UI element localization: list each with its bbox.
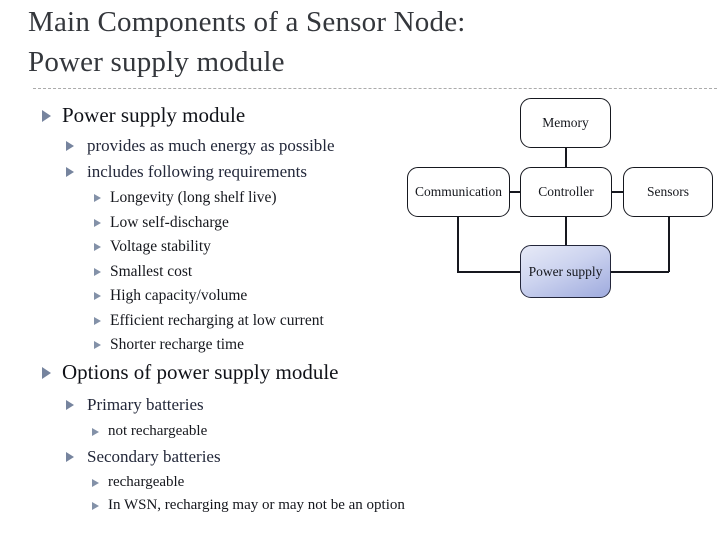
primary-batteries-item: Primary batteries (66, 395, 204, 415)
section1-sub-item: provides as much energy as possible (66, 136, 335, 156)
bullet-arrow-icon (94, 219, 101, 227)
diagram-node-controller: Controller (520, 167, 612, 217)
edge-communication-power (457, 271, 520, 273)
edge-memory-controller (565, 148, 567, 167)
requirement-item: Longevity (long shelf live) (94, 189, 277, 207)
primary-note-text: not rechargeable (108, 423, 208, 439)
requirement-item: Smallest cost (94, 263, 192, 281)
sub-item-text: provides as much energy as possible (87, 136, 335, 155)
diagram-node-sensors: Sensors (623, 167, 713, 217)
bullet-arrow-icon (94, 292, 101, 300)
bullet-arrow-icon (42, 366, 51, 379)
bullet-arrow-icon (66, 141, 74, 151)
title-separator (33, 88, 717, 89)
diagram-node-memory: Memory (520, 98, 611, 148)
edge-communication-controller (510, 191, 520, 193)
edge-sensors-down (668, 216, 670, 272)
bullet-arrow-icon (42, 109, 51, 122)
slide-title-line1: Main Components of a Sensor Node: (28, 6, 466, 38)
bullet-arrow-icon (94, 341, 101, 349)
section1-heading-text: Power supply module (62, 103, 246, 127)
secondary-batteries-item: Secondary batteries (66, 447, 221, 467)
primary-note-item: not rechargeable (92, 423, 207, 440)
secondary-batteries-text: Secondary batteries (87, 447, 221, 466)
requirement-text: Low self-discharge (110, 214, 229, 231)
requirement-text: Efficient recharging at low current (110, 312, 324, 329)
edge-power-sensors (611, 271, 669, 273)
secondary-note-text: In WSN, recharging may or may not be an … (108, 497, 405, 513)
edge-controller-sensors (612, 191, 623, 193)
section2-heading-text: Options of power supply module (62, 360, 339, 384)
section1-sub-item: includes following requirements (66, 162, 307, 182)
sub-item-text: includes following requirements (87, 162, 308, 181)
bullet-arrow-icon (92, 501, 99, 510)
requirement-item: Voltage stability (94, 238, 211, 256)
secondary-note-item: rechargeable (92, 474, 184, 491)
bullet-arrow-icon (66, 400, 74, 410)
requirement-item: Low self-discharge (94, 214, 229, 232)
secondary-note-item: In WSN, recharging may or may not be an … (92, 497, 405, 514)
bullet-arrow-icon (92, 427, 99, 436)
bullet-arrow-icon (94, 194, 101, 202)
requirement-text: Longevity (long shelf live) (110, 189, 277, 206)
requirement-item: Efficient recharging at low current (94, 312, 324, 330)
requirement-text: High capacity/volume (110, 287, 248, 304)
bullet-arrow-icon (94, 268, 101, 276)
diagram-node-power-supply: Power supply (520, 245, 611, 298)
section1-heading: Power supply module (42, 103, 245, 128)
bullet-arrow-icon (94, 317, 101, 325)
requirement-text: Shorter recharge time (110, 336, 244, 353)
requirement-text: Smallest cost (110, 263, 193, 280)
edge-controller-power (565, 217, 567, 245)
slide-title-line2: Power supply module (28, 46, 285, 78)
primary-batteries-text: Primary batteries (87, 395, 204, 414)
requirement-item: Shorter recharge time (94, 336, 244, 354)
section2-heading: Options of power supply module (42, 360, 338, 385)
bullet-arrow-icon (94, 243, 101, 251)
diagram-node-communication: Communication (407, 167, 510, 217)
edge-communication-down (457, 216, 459, 272)
secondary-note-text: rechargeable (108, 474, 185, 490)
slide-title: Main Components of a Sensor Node: Power … (28, 2, 466, 82)
requirement-text: Voltage stability (110, 238, 211, 255)
bullet-arrow-icon (92, 478, 99, 487)
bullet-arrow-icon (66, 452, 74, 462)
requirement-item: High capacity/volume (94, 287, 247, 305)
bullet-arrow-icon (66, 167, 74, 177)
